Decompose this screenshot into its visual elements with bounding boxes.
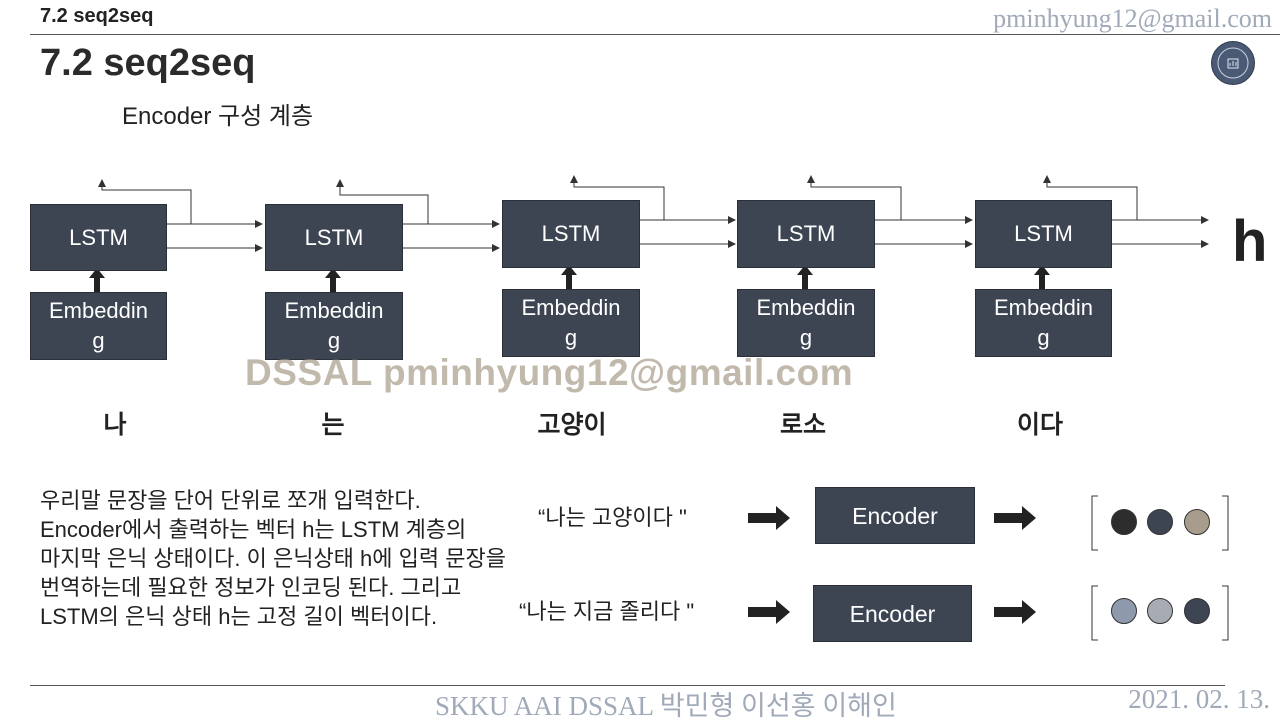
page-subtitle: Encoder 구성 계층 <box>122 103 314 130</box>
input-word-1: 나 <box>103 411 127 439</box>
footer-divider <box>30 685 1225 686</box>
lstm-box-2: LSTM <box>265 204 403 271</box>
context-vector-2 <box>1090 584 1230 642</box>
example-sentence-2: “나는 지금 졸리다 " <box>519 599 695 624</box>
bracket-icon <box>1091 495 1229 551</box>
encoder-box-1: Encoder <box>815 487 975 544</box>
bracket-icon <box>1091 585 1229 641</box>
embedding-box-5: Embeddin g <box>975 289 1112 357</box>
lstm-box-3: LSTM <box>502 200 640 268</box>
lstm-box-4: LSTM <box>737 200 875 268</box>
encoder-box-2: Encoder <box>813 585 972 642</box>
embedding-box-4: Embeddin g <box>737 289 875 357</box>
watermark: DSSAL pminhyung12@gmail.com <box>245 352 854 393</box>
vector-element <box>1184 509 1210 535</box>
header-title: 7.2 seq2seq <box>40 5 154 27</box>
lstm-box-5: LSTM <box>975 200 1112 268</box>
input-word-2: 는 <box>321 411 345 439</box>
input-word-5: 이다 <box>1016 411 1064 439</box>
header-email: pminhyung12@gmail.com <box>993 4 1272 33</box>
hidden-state-label: h <box>1232 209 1268 274</box>
header-divider <box>30 34 1280 35</box>
vector-element <box>1111 509 1137 535</box>
embedding-box-1: Embeddin g <box>30 292 167 360</box>
input-word-3: 고양이 <box>537 411 607 439</box>
explanation-text: 우리말 문장을 단어 단위로 쪼개 입력한다. Encoder에서 출력하는 벡… <box>40 488 506 629</box>
input-word-4: 로소 <box>779 411 827 439</box>
lstm-box-1: LSTM <box>30 204 167 271</box>
vector-element <box>1147 598 1173 624</box>
chart-logo-icon <box>1217 47 1249 79</box>
encoder-diagram-arrows <box>89 175 1209 293</box>
dssal-logo <box>1211 41 1255 85</box>
example-arrows <box>748 506 1036 624</box>
footer-date: 2021. 02. 13. <box>1128 684 1270 714</box>
vector-element <box>1111 598 1137 624</box>
embedding-box-2: Embeddin g <box>265 292 403 360</box>
vector-element <box>1147 509 1173 535</box>
embedding-box-3: Embeddin g <box>502 289 640 357</box>
page-title: 7.2 seq2seq <box>40 42 256 84</box>
context-vector-1 <box>1090 494 1230 552</box>
vector-element <box>1184 598 1210 624</box>
example-sentence-1: “나는 고양이다 " <box>538 505 687 530</box>
footer-authors: SKKU AAI DSSAL 박민형 이선홍 이해인 <box>435 691 897 721</box>
